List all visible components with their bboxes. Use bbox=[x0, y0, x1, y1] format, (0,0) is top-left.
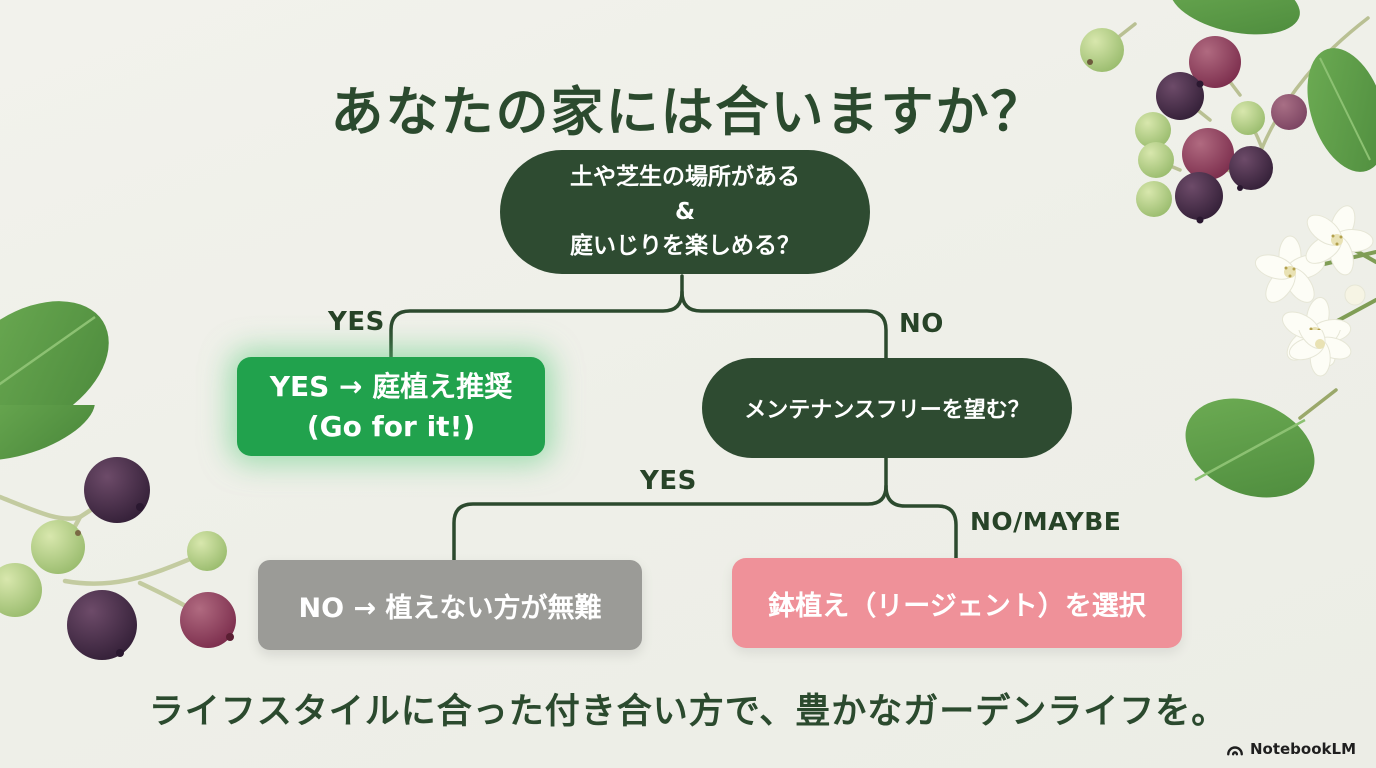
leaf-illustration-right bbox=[1185, 330, 1352, 498]
watermark: NotebookLM bbox=[1226, 740, 1356, 758]
root-question-line1: 土や芝生の場所がある bbox=[570, 164, 800, 191]
maintenance-question-node: メンテナンスフリーを望む？ bbox=[702, 358, 1072, 458]
outcome-pot-text: 鉢植え（リージェント）を選択 bbox=[768, 590, 1146, 622]
tagline: ライフスタイルに合った付き合い方で、豊かなガーデンライフを。 bbox=[148, 692, 1228, 732]
page-title: あなたの家には合いますか？ bbox=[330, 81, 1046, 143]
outcome-garden-line2: (Go for it!) bbox=[306, 409, 476, 443]
root-question-line3: 庭いじりを楽しめる？ bbox=[570, 233, 800, 260]
flowers-illustration-right bbox=[1254, 205, 1376, 367]
branch-label-yes-2: YES bbox=[640, 466, 697, 496]
watermark-brand: NotebookLM bbox=[1249, 740, 1356, 758]
branch-label-no-1: NO bbox=[899, 309, 944, 339]
branch-label-yes-1: YES bbox=[328, 307, 385, 337]
root-question-line2: & bbox=[674, 198, 696, 225]
outcome-pot-planting-box: 鉢植え（リージェント）を選択 bbox=[732, 558, 1182, 648]
leaf-illustration-left bbox=[0, 301, 109, 433]
notebooklm-logo-icon bbox=[1227, 746, 1243, 756]
outcome-garden-planting-box: YES → 庭植え推奨 (Go for it!) bbox=[237, 357, 545, 456]
outcome-skip-planting-box: NO → 植えない方が無難 bbox=[258, 560, 642, 650]
branch-label-no-maybe: NO/MAYBE bbox=[970, 507, 1122, 536]
root-question-node: 土や芝生の場所がある & 庭いじりを楽しめる？ bbox=[500, 150, 870, 274]
outcome-skip-text: NO → 植えない方が無難 bbox=[298, 592, 602, 624]
outcome-garden-line1: YES → 庭植え推奨 bbox=[269, 370, 513, 404]
connector-root-yes bbox=[389, 274, 684, 360]
maintenance-question-text: メンテナンスフリーを望む？ bbox=[744, 398, 1030, 423]
connector-root-no bbox=[680, 290, 888, 361]
connector-q2-nomaybe bbox=[884, 484, 958, 561]
berry-branch-illustration-top-right bbox=[1080, 0, 1376, 367]
